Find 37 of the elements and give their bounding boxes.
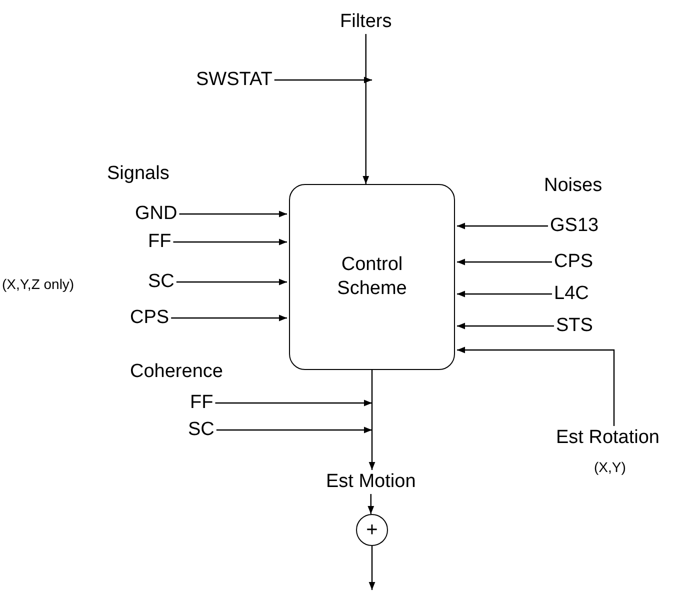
arrow [216, 426, 372, 434]
axis-note: (X,Y,Z only) [2, 275, 74, 294]
group-heading: Coherence [130, 360, 223, 384]
process-box: Control Scheme [289, 184, 455, 370]
arrow [179, 210, 287, 218]
axis-note: (X,Y) [594, 458, 626, 477]
signal-label: L4C [554, 282, 589, 306]
signal-label: FF [190, 391, 214, 415]
arrow [176, 278, 287, 286]
arrow [457, 258, 552, 266]
arrow [457, 290, 552, 298]
signal-label: FF [148, 230, 172, 254]
arrow [362, 34, 370, 184]
arrow [171, 314, 287, 322]
signal-label: SC [148, 270, 174, 294]
arrow [215, 400, 372, 406]
signal-label: SC [188, 418, 214, 442]
arrow [368, 494, 374, 514]
arrow [457, 322, 554, 330]
arrow [457, 222, 548, 230]
signal-label: GND [135, 202, 178, 226]
arrow [274, 76, 372, 84]
arrow [368, 370, 376, 470]
signal-label: Filters [340, 10, 392, 34]
signal-label: STS [556, 314, 593, 338]
group-heading: Noises [544, 174, 602, 198]
summing-junction: + [356, 514, 388, 546]
signal-label: Est Rotation [556, 426, 660, 450]
arrow [173, 238, 287, 246]
signal-label: SWSTAT [196, 68, 272, 92]
signal-label: Est Motion [326, 470, 416, 494]
signal-label: CPS [130, 306, 170, 330]
group-heading: Signals [107, 162, 170, 186]
arrow [457, 346, 615, 426]
signal-label: GS13 [550, 214, 599, 238]
arrow [368, 546, 376, 590]
signal-label: CPS [554, 250, 594, 274]
